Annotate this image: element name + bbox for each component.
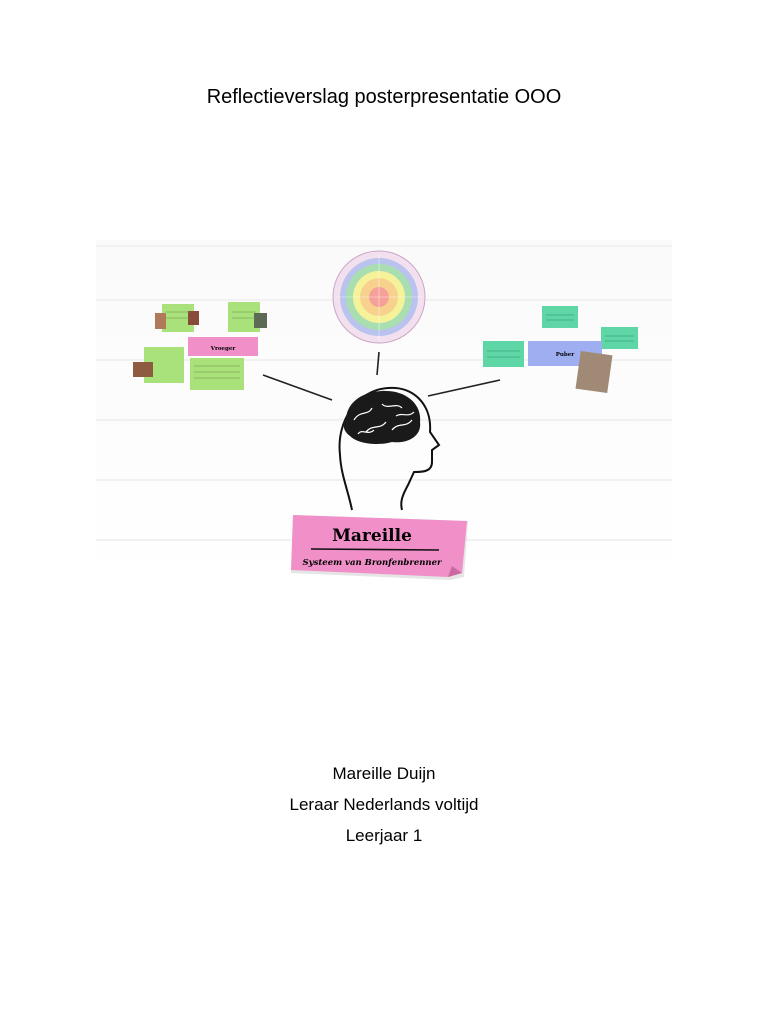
left-notes-cluster: Vroeger: [133, 302, 267, 390]
photo-thumbnail: [254, 313, 267, 328]
left-pink-note: [188, 337, 258, 356]
head-brain-icon: [338, 386, 441, 511]
photo-thumbnail: [155, 313, 166, 329]
bronfenbrenner-rings: [332, 250, 426, 344]
photo-thumbnail: [188, 311, 199, 325]
left-note-label: Vroeger: [210, 346, 236, 352]
main-name-label: Mareille: [332, 526, 412, 546]
author-name: Mareille Duijn: [332, 764, 436, 783]
right-note-label: Puber: [556, 352, 574, 358]
author-role: Leraar Nederlands voltijd: [289, 795, 479, 814]
photo-thumbnail: [133, 362, 153, 377]
teal-note: [601, 327, 638, 349]
mindmap-graphic: Vroeger Puber: [96, 240, 672, 590]
author-year: Leerjaar 1: [345, 826, 423, 845]
underline-divider: [310, 548, 440, 551]
poster-image: Vroeger Puber: [96, 240, 672, 590]
main-name-note: Mareille Systeem van Bronfenbrenner: [291, 515, 468, 580]
photo-thumbnail: [575, 350, 613, 394]
teal-note: [483, 341, 524, 367]
connector-lines: [262, 351, 501, 401]
document-title: Reflectieverslag posterpresentatie OOO: [206, 86, 562, 108]
green-note: [190, 358, 244, 390]
right-notes-cluster: Puber: [483, 306, 638, 394]
teal-note: [542, 306, 578, 328]
main-sub-label: Systeem van Bronfenbrenner: [303, 558, 442, 568]
